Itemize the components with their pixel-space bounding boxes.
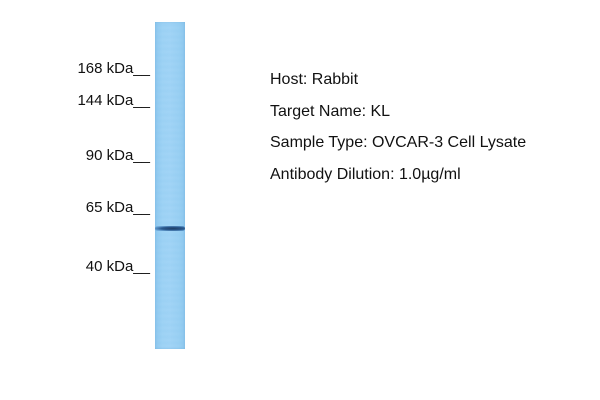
marker-label-168: 168 kDa__ [77,60,150,77]
info-panel: Host: Rabbit Target Name: KL Sample Type… [270,70,590,196]
marker-label-40: 40 kDa__ [85,258,150,275]
sample-type-text: Sample Type: OVCAR-3 Cell Lysate [270,134,527,151]
target-name-text: Target Name: KL [270,102,391,120]
marker-label-144: 144 kDa__ [77,92,150,109]
protein-band [155,226,185,231]
antibody-dilution-text: Antibody Dilution: 1.0µg/ml [270,165,461,183]
marker-label-65: 65 kDa__ [85,199,150,216]
lane-texture [155,22,185,349]
host-text: Host: Rabbit [270,71,359,88]
blot-lane [155,22,185,349]
marker-label-90: 90 kDa__ [85,147,150,164]
